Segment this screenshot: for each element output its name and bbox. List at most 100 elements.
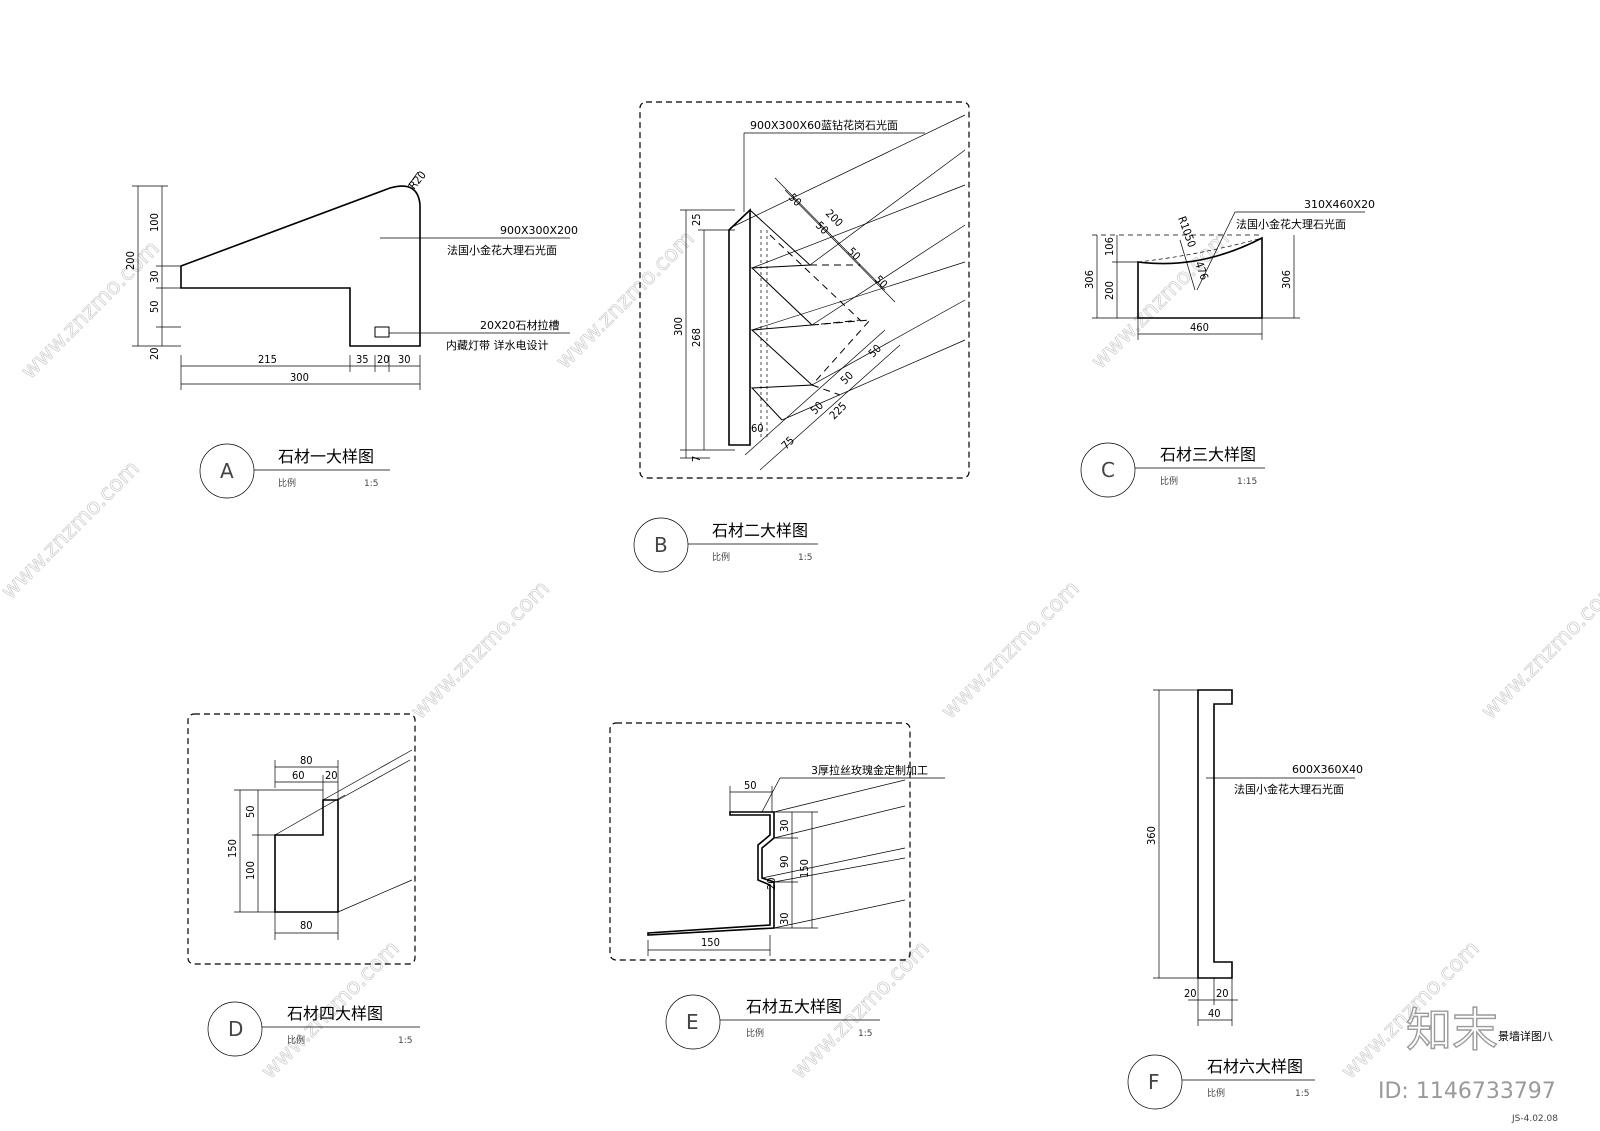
detail-bubble [633, 517, 689, 573]
detail-c: 306 106 200 306 460 R1050 476 310X460X20… [1080, 198, 1375, 498]
watermark-text: www.znzmo.com [552, 226, 700, 374]
stone-section [1197, 689, 1233, 979]
stone-panel [1137, 236, 1263, 319]
material-desc: 法国小金花大理石光面 [1236, 217, 1346, 231]
detail-letter: D [228, 1017, 243, 1041]
leader-line [1179, 239, 1196, 291]
detail-title: 石材六大样图 [1207, 1057, 1303, 1076]
dim-label: 100 [148, 213, 161, 232]
detail-bubble [1080, 442, 1136, 498]
projection-line [811, 299, 966, 386]
detail-bubble [207, 1001, 263, 1057]
dim-label: 300 [290, 371, 309, 384]
scale-label: 比例 [712, 551, 730, 563]
id-text: ID: 1146733797 [1378, 1079, 1556, 1104]
detail-b: 50 50 50 50 200 50 50 50 225 75 60 300 2… [633, 101, 970, 573]
material-spec: 3厚拉丝玫瑰金定制加工 [811, 763, 928, 777]
projection-line [811, 224, 966, 326]
scale-value: 1:5 [1295, 1089, 1309, 1099]
dim-label: 50 [148, 300, 161, 313]
dim-label: 106 [1103, 237, 1116, 256]
scale-label: 比例 [1160, 475, 1178, 487]
dim-label: 20 [765, 877, 778, 890]
material-spec: 900X300X60蓝钻花岗石光面 [750, 118, 898, 132]
dim-label: 150 [226, 839, 239, 858]
scale-label: 比例 [746, 1027, 764, 1039]
projection-line [773, 899, 906, 929]
groove-spec: 20X20石材拉槽 [480, 318, 560, 332]
detail-bubble [665, 994, 721, 1050]
dim-label: 150 [798, 859, 811, 878]
detail-title: 石材三大样图 [1160, 445, 1256, 464]
groove-desc: 内藏灯带 详水电设计 [446, 338, 549, 352]
detail-letter: B [654, 533, 668, 557]
dim-label: 20 [1216, 987, 1229, 1000]
dim-label: 20 [1184, 987, 1197, 1000]
dim-label: 306 [1280, 270, 1293, 289]
projection-line [751, 184, 966, 269]
detail-f: 360 20 20 40 600X360X40 法国小金花大理石光面 F 石材六… [1127, 689, 1363, 1110]
dim-label: 75 [779, 434, 797, 452]
dim-label: R20 [406, 169, 428, 192]
dim-label: 50 [744, 779, 757, 792]
dim-label: 30 [148, 270, 161, 283]
scale-label: 比例 [1207, 1087, 1225, 1099]
scale-value: 1:5 [798, 553, 812, 563]
watermark-text: www.znzmo.com [17, 236, 165, 384]
dim-line [784, 189, 896, 303]
dim-label: 7 [690, 456, 703, 462]
detail-a: 200 100 30 50 20 215 35 20 30 300 R20 90… [124, 169, 578, 499]
dim-line [744, 329, 886, 456]
dim-label: 60 [751, 422, 764, 435]
projection-line [337, 879, 413, 913]
dim-label: 150 [701, 936, 720, 949]
detail-frame [187, 713, 416, 965]
dim-label: 476 [1192, 260, 1211, 282]
dim-line [759, 344, 901, 471]
detail-letter: E [686, 1010, 699, 1034]
detail-bubble [1127, 1054, 1183, 1110]
dim-label: 35 [356, 353, 369, 366]
scale-value: 1:5 [858, 1029, 872, 1039]
material-spec: 900X300X200 [500, 224, 578, 237]
detail-e: 50 30 90 150 20 30 150 3厚拉丝玫瑰金定制加工 E 石材五… [609, 722, 945, 1050]
dim-label: 215 [258, 353, 277, 366]
watermark-logo: 知末 ID: 1146733797 [1378, 1002, 1556, 1104]
dim-label: 40 [1208, 1007, 1221, 1020]
material-desc: 法国小金花大理石光面 [1234, 782, 1344, 796]
projection-line [781, 339, 966, 421]
leader-line [1196, 211, 1236, 291]
metal-profile [647, 811, 775, 936]
logo-text: 知末 [1406, 1003, 1498, 1057]
scale-value: 1:15 [1237, 477, 1257, 487]
slab-profile [728, 208, 751, 446]
dim-label: 306 [1083, 270, 1096, 289]
projection-line [274, 794, 346, 836]
dim-label: 20 [377, 353, 390, 366]
dim-label: 90 [778, 855, 791, 868]
projection-line [761, 847, 906, 879]
detail-bubble [199, 443, 255, 499]
sheet-info: 景墙详图八 JS-4.02.08 [1498, 1029, 1558, 1124]
watermark-text: www.znzmo.com [407, 576, 555, 724]
scale-value: 1:5 [398, 1036, 412, 1046]
detail-title: 石材五大样图 [746, 997, 842, 1016]
detail-letter: F [1148, 1070, 1160, 1094]
dim-label: 225 [827, 400, 850, 423]
detail-d: 80 60 20 50 150 100 80 D 石材四大样图 比例 1:5 [187, 713, 420, 1057]
detail-letter: C [1101, 458, 1115, 482]
projection-line [773, 805, 906, 839]
scale-label: 比例 [287, 1034, 305, 1046]
projection-line [337, 759, 411, 801]
hidden-arc [1137, 237, 1263, 263]
dim-label: 200 [124, 251, 137, 270]
dim-label: 50 [838, 369, 856, 387]
dim-label: 20 [325, 769, 338, 782]
dim-label: 30 [778, 912, 791, 925]
watermark-text: www.znzmo.com [1477, 576, 1600, 724]
material-desc: 法国小金花大理石光面 [447, 243, 557, 257]
scale-label: 比例 [278, 477, 296, 489]
projection-line [751, 261, 966, 331]
leader-line [761, 777, 781, 813]
